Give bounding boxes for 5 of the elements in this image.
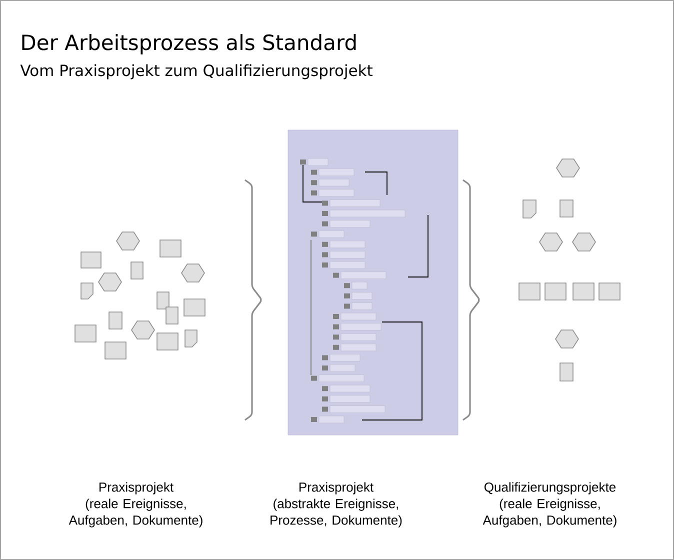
- caption: Praxisprojekt (reale Ereignisse, Aufgaben, Dokumente): [68, 482, 202, 528]
- title: Der Arbeitsprozess als Standard: [22, 34, 356, 54]
- caption: Qualifizierungsprojekte (reale Ereignisse, Aufgaben, Dokumente): [482, 482, 616, 528]
- subtitle: Vom Praxisprojekt zum Qualifizierungsprojekt: [20, 64, 372, 80]
- caption: Praxisprojekt (abstrakte Ereignisse, Prozesse, Dokumente): [270, 482, 402, 528]
